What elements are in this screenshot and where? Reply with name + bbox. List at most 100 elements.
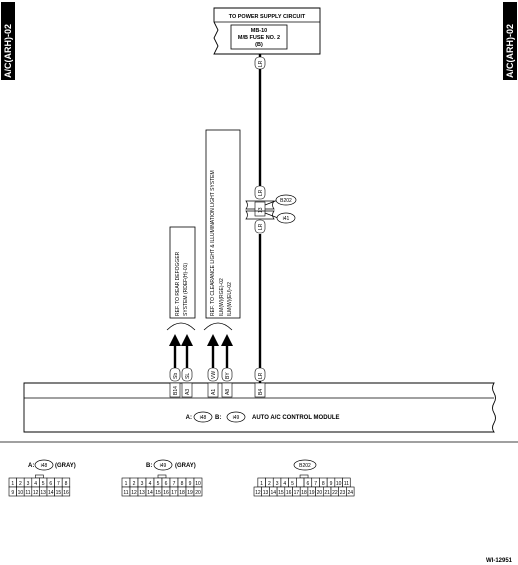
connector-pin-number: 17: [171, 490, 177, 496]
module-name: AUTO A/C CONTROL MODULE: [252, 415, 340, 421]
right-side-tab: A/C(ARH)-02: [503, 2, 517, 80]
wire-color-tags: Sb SL VW BY LR: [169, 367, 266, 382]
pin-b4: B4: [258, 389, 264, 395]
connector-pin-number: 23: [340, 490, 346, 496]
connector-pin-number: 19: [309, 490, 315, 496]
svg-text:A:: A:: [28, 463, 34, 469]
connector-pin-number: 7: [173, 481, 176, 487]
connector-pin-number: 6: [49, 481, 52, 487]
connector-pin-number: 14: [48, 490, 54, 496]
svg-text:BY: BY: [225, 372, 231, 379]
connector-pin-number: 11: [344, 481, 349, 487]
connector-pin-number: 3: [276, 481, 279, 487]
ref-clearance-box: REF. TO CLEARANCE LIGHT & ILLUMINATION L…: [205, 129, 241, 319]
clearance-break-arc: [203, 322, 233, 331]
connector-pin-number: 9: [189, 481, 192, 487]
connector-pin-number: 10: [195, 481, 201, 487]
left-side-tab: A/C(ARH)-02: [1, 2, 15, 80]
connector-pin-number: 21: [324, 490, 330, 496]
connector-pin-number: 3: [27, 481, 30, 487]
module-a-prefix: A:: [186, 415, 192, 421]
svg-text:(GRAY): (GRAY): [175, 463, 196, 469]
svg-text:Sb: Sb: [173, 373, 179, 379]
svg-text:VW: VW: [211, 371, 217, 379]
connector-pin-number: 16: [63, 490, 69, 496]
connector-pin-number: 16: [286, 490, 292, 496]
connector-pin-number: 9: [330, 481, 333, 487]
power-box-line1: MB-10: [251, 28, 268, 34]
connector-pin-number: 2: [133, 481, 136, 487]
connector-pin-number: 1: [11, 481, 14, 487]
wire-color-tag-top: LR: [254, 56, 266, 70]
connector-pin-number: 13: [139, 490, 145, 496]
connector-pin-number: 11: [123, 490, 128, 496]
left-tab-label: A/C(ARH)-02: [3, 24, 13, 78]
connector-pin-number: 4: [283, 481, 286, 487]
svg-text:LR: LR: [258, 223, 264, 230]
connector-pin-number: 1: [125, 481, 128, 487]
connector-pin-number: 15: [278, 490, 284, 496]
connector-pin-number: 15: [56, 490, 62, 496]
svg-text:REF. TO CLEARANCE LIGHT & ILLU: REF. TO CLEARANCE LIGHT & ILLUMINATION L…: [210, 170, 216, 316]
power-box-title: TO POWER SUPPLY CIRCUIT: [229, 14, 306, 20]
arrow-a8: [221, 334, 233, 368]
pin-a8: A8: [225, 389, 231, 395]
module-b-conn: i49: [233, 415, 240, 421]
connector-pin-number: 9: [11, 490, 14, 496]
connector-pin-number: 13: [263, 490, 269, 496]
splice-label-b202: B202: [280, 198, 292, 204]
ref-defogger-box: REF. TO REAR DEFOGGER SYSTEM (RDEF(H)-01…: [169, 226, 196, 319]
connector-pin-number: 20: [317, 490, 323, 496]
connector-pin-number: 24: [347, 490, 353, 496]
svg-text:LR: LR: [258, 372, 264, 379]
connector-pin-number: 16: [163, 490, 169, 496]
connector-pin-number: 18: [301, 490, 307, 496]
connector-pin-cell: [193, 486, 203, 497]
svg-text:i48: i48: [41, 463, 48, 469]
power-box-line2: M/B FUSE NO. 2: [238, 35, 280, 41]
svg-text:B:: B:: [146, 463, 152, 469]
splice-label-i41: i41: [283, 216, 290, 222]
connector-pin-number: 4: [34, 481, 37, 487]
connector-pin-number: 7: [314, 481, 317, 487]
connector-pin-number: 6: [307, 481, 310, 487]
connector-pin-cell: [346, 486, 355, 497]
connector-pin-number: 2: [268, 481, 271, 487]
connector-pin-number: 6: [165, 481, 168, 487]
svg-text:REF. TO REAR DEFOGGER: REF. TO REAR DEFOGGER: [175, 251, 181, 316]
connector-pin-number: 5: [157, 481, 160, 487]
svg-text:SYSTEM (RDEF(H)-01): SYSTEM (RDEF(H)-01): [183, 263, 189, 316]
pin-a3: A3: [185, 389, 191, 395]
auto-ac-control-module: B14 A3 A1 A8 B4 A: i48 B: i49 AUTO A/C C…: [23, 382, 496, 433]
connector-pin-number: 8: [322, 481, 325, 487]
arrow-a3: [181, 334, 193, 368]
connector-latch: [299, 474, 309, 479]
pin-b14: B14: [173, 386, 179, 395]
connector-pin-number: 2: [19, 481, 22, 487]
connector-pin-number: 3: [141, 481, 144, 487]
svg-text:13: 13: [258, 207, 264, 213]
module-a-conn: i48: [200, 415, 207, 421]
arrow-a1: [207, 334, 219, 368]
connector-pin-number: 5: [291, 481, 294, 487]
svg-text:LR: LR: [258, 189, 264, 196]
connector-pin-number: 14: [147, 490, 153, 496]
connector-pin-number: 8: [181, 481, 184, 487]
connector-pin-cell: [61, 486, 71, 497]
connector-pin-number: 12: [131, 490, 137, 496]
module-b-prefix: B:: [215, 415, 221, 421]
connector-pin-number: 4: [149, 481, 152, 487]
svg-text:ILM(W)(EU)-02: ILM(W)(EU)-02: [227, 282, 233, 316]
connector-pin-number: 15: [155, 490, 161, 496]
connector-pin-number: 13: [40, 490, 46, 496]
svg-text:B202: B202: [299, 463, 311, 469]
connector-pin-number: 19: [187, 490, 193, 496]
connector-pin-number: 8: [65, 481, 68, 487]
defogger-break-arc: [166, 322, 196, 331]
